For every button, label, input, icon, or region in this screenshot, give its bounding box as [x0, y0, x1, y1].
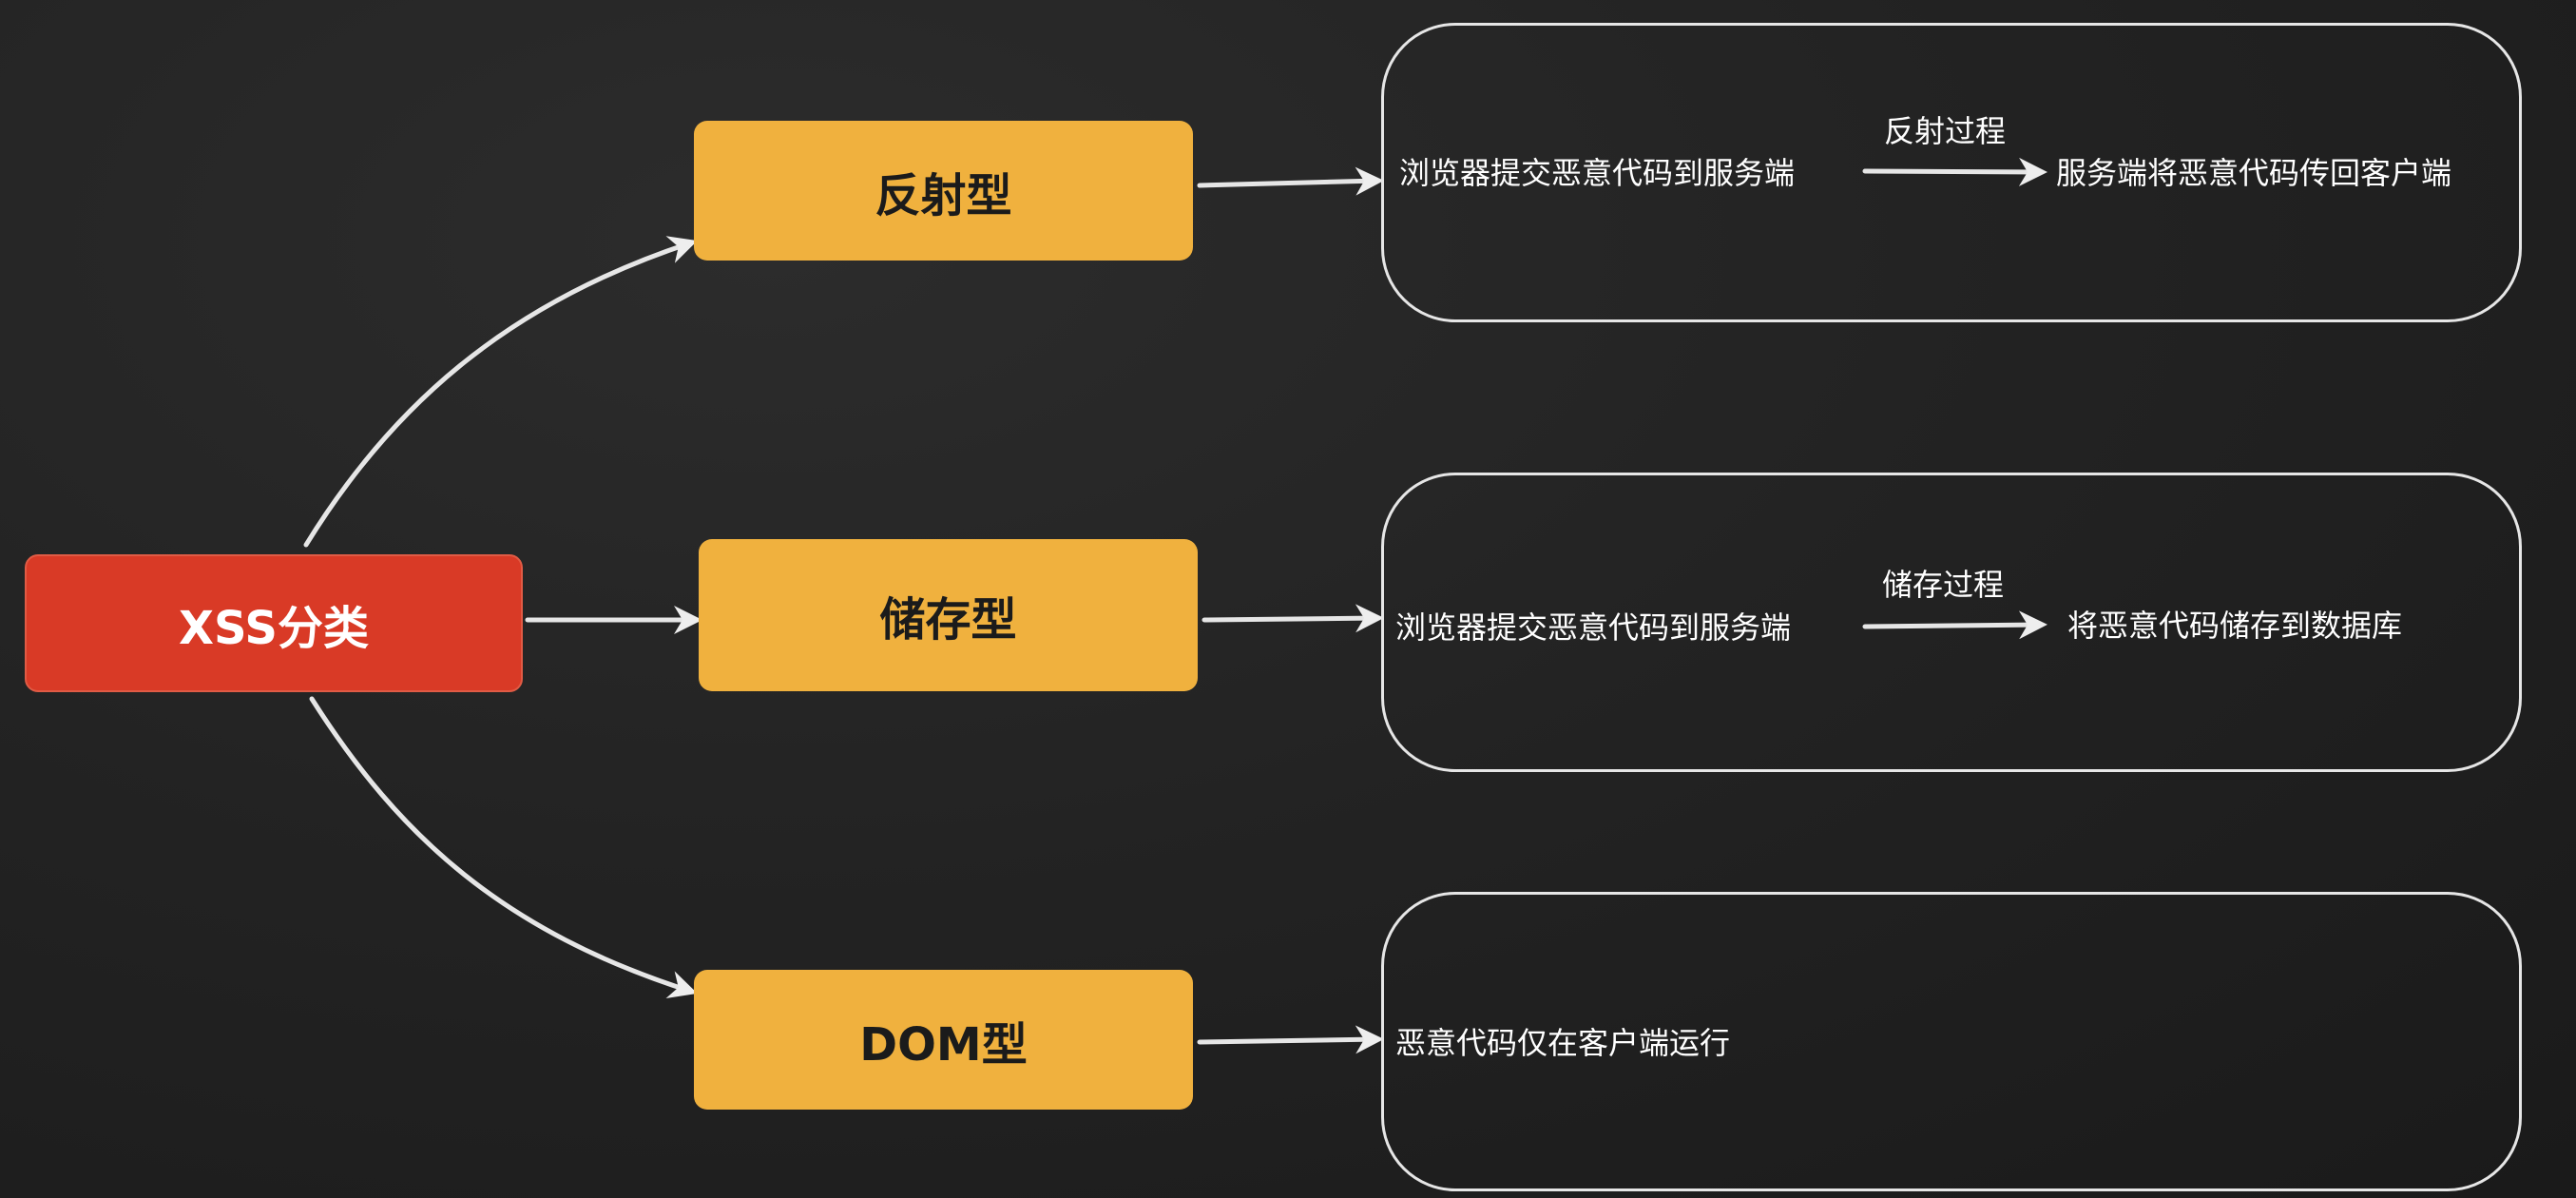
connector-stored-to-desc — [1201, 604, 1384, 633]
reflected-process-label: 反射过程 — [1884, 113, 2007, 149]
type-label-reflected: 反射型 — [875, 168, 1012, 222]
reflected-step-2: 服务端将恶意代码传回客户端 — [2056, 155, 2452, 191]
type-label-stored: 储存型 — [879, 593, 1017, 647]
xss-root-node: XSS分类 — [25, 554, 523, 692]
desc-box-stored — [1381, 473, 2522, 772]
connector-reflected-to-desc — [1197, 166, 1384, 196]
type-node-dom: DOM型 — [694, 970, 1193, 1110]
stored-step-2: 将恶意代码储存到数据库 — [2067, 608, 2403, 644]
connector-root-to-reflected — [303, 236, 698, 548]
dom-step-1: 恶意代码仅在客户端运行 — [1395, 1025, 1731, 1061]
connector-root-to-dom — [309, 696, 698, 999]
reflected-step-1: 浏览器提交恶意代码到服务端 — [1399, 155, 1796, 191]
stored-step-1: 浏览器提交恶意代码到服务端 — [1395, 609, 1792, 646]
desc-box-dom — [1381, 892, 2522, 1191]
xss-root-label: XSS分类 — [179, 601, 369, 655]
type-label-dom: DOM型 — [859, 1017, 1028, 1072]
process-arrow-reflected — [1862, 157, 2047, 186]
stored-process-label: 储存过程 — [1882, 567, 2005, 603]
desc-box-reflected — [1381, 23, 2522, 322]
connector-dom-to-desc — [1197, 1025, 1384, 1054]
type-node-reflected: 反射型 — [694, 121, 1193, 261]
type-node-stored: 储存型 — [699, 539, 1198, 691]
process-arrow-stored — [1862, 610, 2047, 640]
